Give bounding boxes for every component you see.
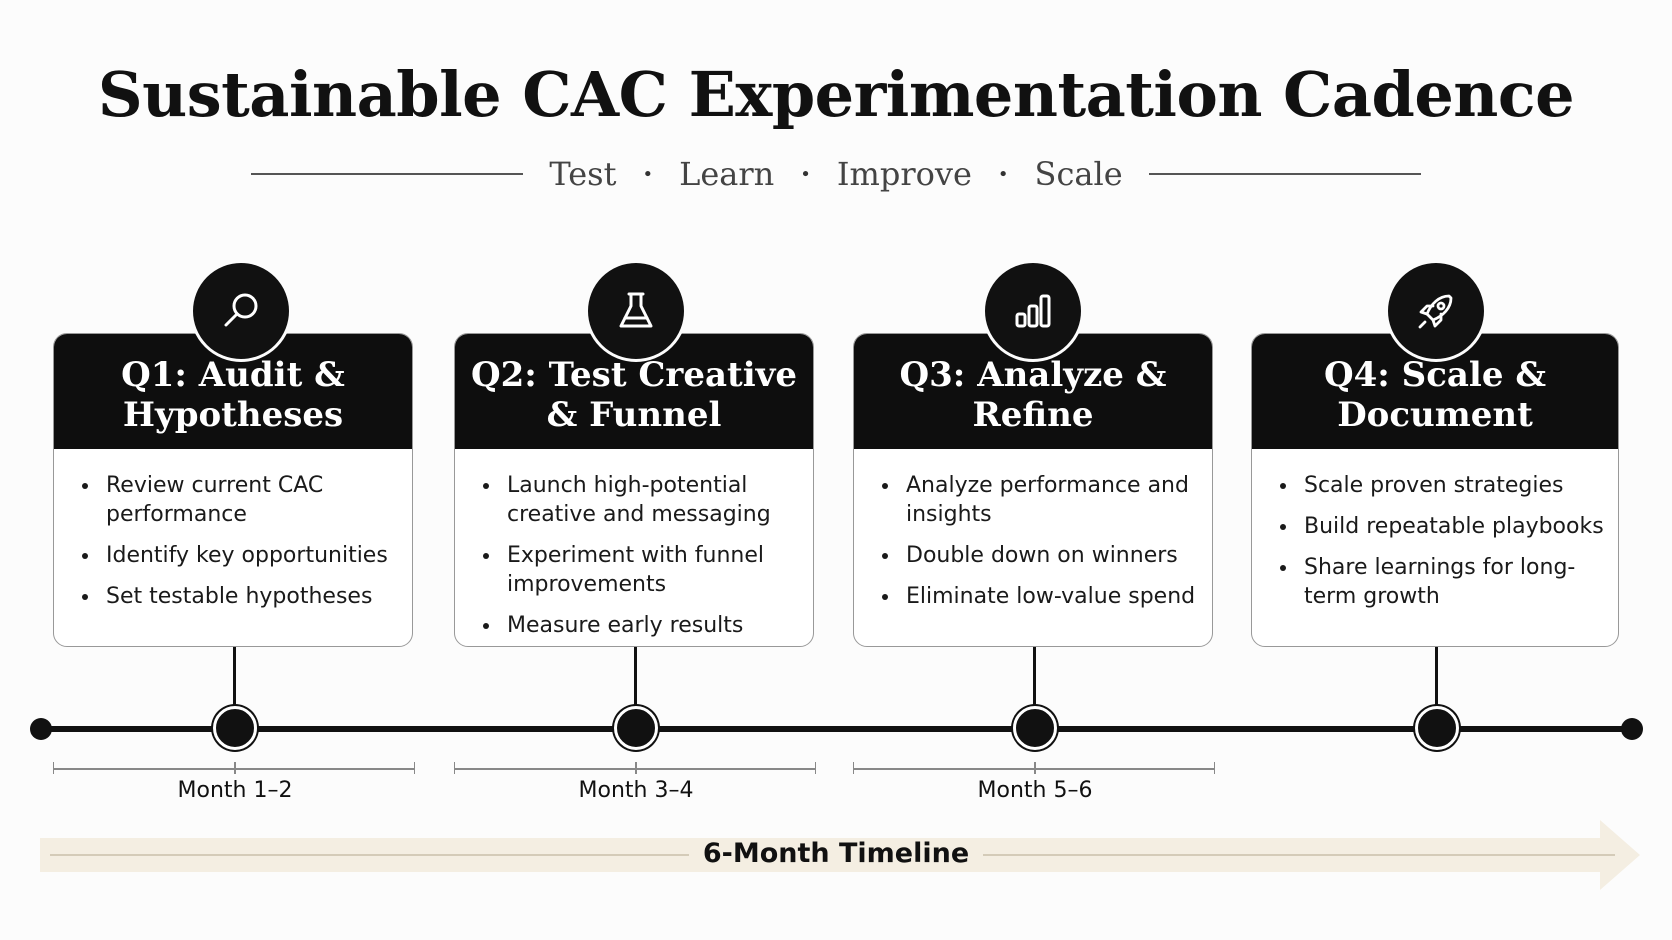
stage-bullet: Eliminate low-value spend — [882, 582, 1198, 611]
month-bracket — [454, 762, 816, 774]
subtitle-word-improve: Improve — [836, 155, 972, 193]
stage-bullet-list: Review current CAC performance Identify … — [54, 449, 412, 611]
timeline-axis — [40, 726, 1632, 732]
stage-bullet-list: Scale proven strategies Build repeatable… — [1252, 449, 1618, 611]
stage-card-q3: Q3: Analyze & Refine Analyze performance… — [853, 333, 1213, 647]
stage-bullet: Experiment with funnel improvements — [483, 541, 799, 599]
stage-bullet: Identify key opportunities — [82, 541, 398, 570]
stage-bullet-list: Analyze performance and insights Double … — [854, 449, 1212, 611]
subtitle-word-learn: Learn — [679, 155, 775, 193]
month-bracket-tick — [1034, 762, 1036, 774]
timeline-node-q1 — [213, 706, 257, 750]
subtitle-words: Test • Learn • Improve • Scale — [549, 155, 1122, 193]
stage-bullet: Launch high-potential creative and messa… — [483, 471, 799, 529]
stage-bullet: Review current CAC performance — [82, 471, 398, 529]
stage-bullet-list: Launch high-potential creative and messa… — [455, 449, 813, 640]
subtitle-rule-right — [1148, 173, 1421, 175]
month-label: Month 5–6 — [977, 778, 1093, 803]
timeline-end-dot — [1621, 718, 1643, 740]
stage-connector — [1033, 647, 1036, 707]
timeline-banner-arrow — [40, 820, 1640, 890]
stage-connector — [1435, 647, 1438, 707]
stage-connector — [233, 647, 236, 707]
month-bracket — [53, 762, 415, 774]
stage-bullet: Scale proven strategies — [1280, 471, 1604, 500]
month-label: Month 3–4 — [578, 778, 694, 803]
rocket-icon — [1385, 260, 1487, 362]
stage-header: Q3: Analyze & Refine — [854, 334, 1212, 449]
stage-bullet: Set testable hypotheses — [82, 582, 398, 611]
magnifier-icon — [190, 260, 292, 362]
stage-title-line: Refine — [972, 394, 1094, 435]
stage-title-line: Document — [1337, 394, 1533, 435]
subtitle-separator-dot: • — [997, 163, 1009, 185]
subtitle-rule-left — [251, 173, 524, 175]
month-bracket — [853, 762, 1215, 774]
month-bracket-tick — [234, 762, 236, 774]
subtitle-word-scale: Scale — [1034, 155, 1123, 193]
stage-bullet: Share learnings for long-term growth — [1280, 553, 1604, 611]
stage-title-line: Hypotheses — [122, 394, 344, 435]
stage-bullet: Measure early results — [483, 611, 799, 640]
month-bracket-tick — [635, 762, 637, 774]
stage-card-q4: Q4: Scale & Document Scale proven strate… — [1251, 333, 1619, 647]
subtitle: Test • Learn • Improve • Scale — [0, 152, 1672, 196]
stage-card-q1: Q1: Audit & Hypotheses Review current CA… — [53, 333, 413, 647]
stage-connector — [634, 647, 637, 707]
page-title: Sustainable CAC Experimentation Cadence — [97, 58, 1575, 131]
stage-bullet: Analyze performance and insights — [882, 471, 1198, 529]
month-label: Month 1–2 — [177, 778, 293, 803]
subtitle-separator-dot: • — [800, 163, 811, 185]
bar-chart-icon — [982, 260, 1084, 362]
stage-bullet: Double down on winners — [882, 541, 1198, 570]
stage-title-line: & Funnel — [546, 394, 722, 435]
timeline-node-q2 — [614, 706, 658, 750]
timeline-start-dot — [30, 718, 52, 740]
flask-icon — [585, 260, 687, 362]
timeline-node-q4 — [1415, 706, 1459, 750]
stage-card-q2: Q2: Test Creative & Funnel Launch high-p… — [454, 333, 814, 647]
subtitle-separator-dot: • — [642, 163, 654, 185]
stage-bullet: Build repeatable playbooks — [1280, 512, 1604, 541]
timeline-node-q3 — [1013, 706, 1057, 750]
subtitle-word-test: Test — [549, 155, 617, 193]
